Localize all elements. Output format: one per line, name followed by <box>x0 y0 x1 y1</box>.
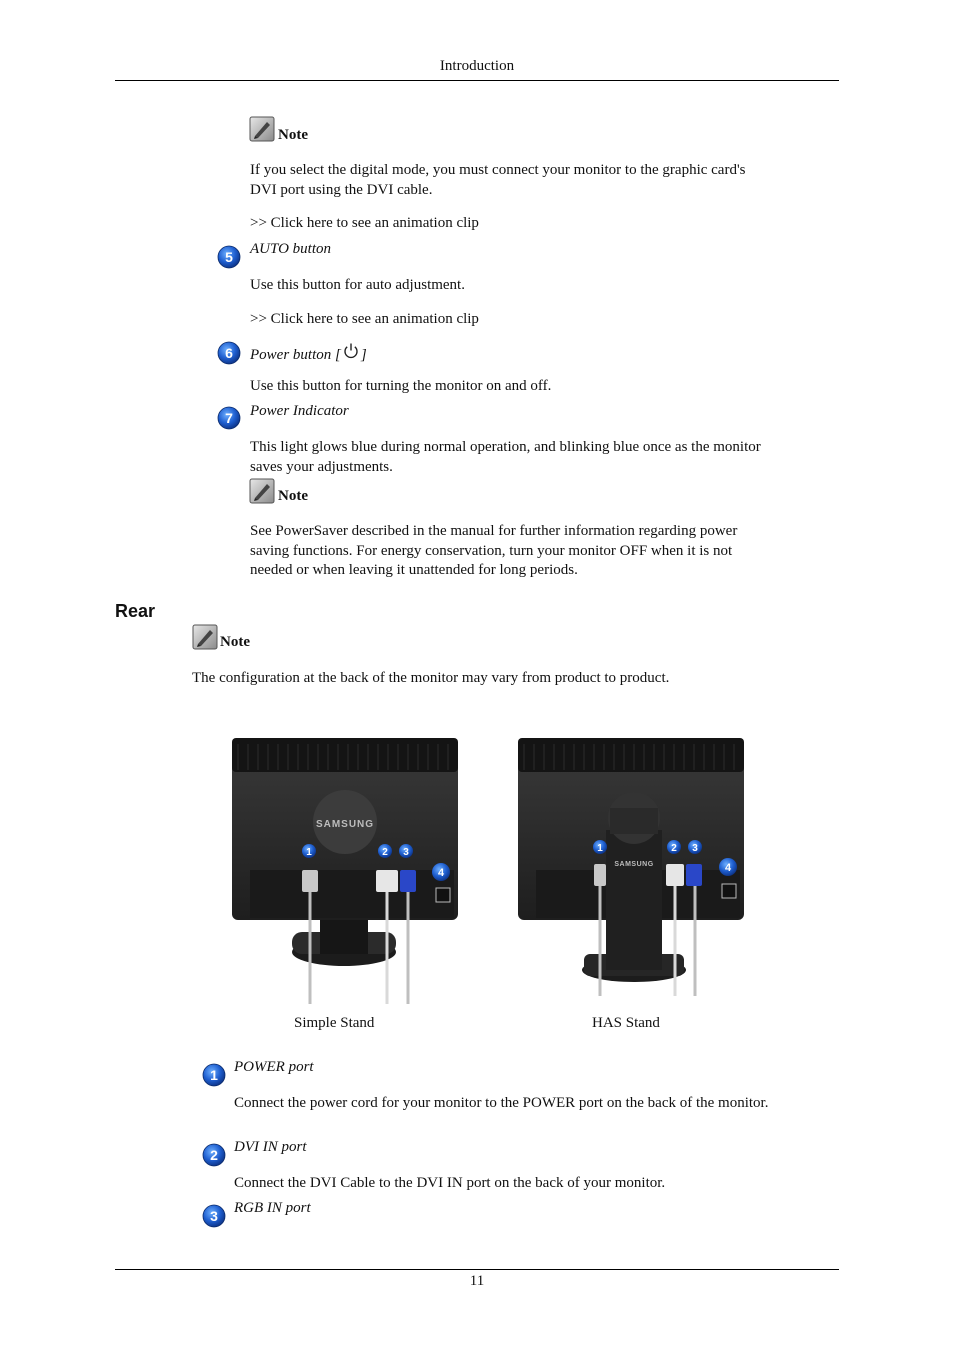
number-badge-icon: 5 <box>217 245 241 269</box>
number-badge-icon: 6 <box>217 341 241 365</box>
svg-text:1: 1 <box>597 843 603 854</box>
svg-text:3: 3 <box>692 843 698 854</box>
figure-caption: Simple Stand <box>294 1015 375 1031</box>
item-title: RGB IN port <box>234 1200 311 1216</box>
svg-text:SAMSUNG: SAMSUNG <box>316 819 374 830</box>
note-text: The configuration at the back of the mon… <box>192 670 670 686</box>
svg-text:1: 1 <box>210 1067 218 1083</box>
svg-text:4: 4 <box>438 867 445 879</box>
note-label: Note <box>278 127 308 143</box>
note-text: If you select the digital mode, you must… <box>250 162 746 198</box>
number-badge-icon: 3 <box>202 1204 226 1228</box>
svg-text:SAMSUNG: SAMSUNG <box>614 861 653 868</box>
running-header: Introduction <box>439 58 515 74</box>
note-pencil-icon <box>192 624 218 650</box>
svg-text:2: 2 <box>671 843 677 854</box>
animation-clip-link[interactable]: >> Click here to see an animation clip <box>250 311 479 327</box>
note-label: Note <box>278 488 308 504</box>
number-badge-icon: 7 <box>217 406 241 430</box>
item-title: Power button [ ] <box>250 342 367 364</box>
page-number: 11 <box>469 1273 485 1289</box>
item-text: Use this button for turning the monitor … <box>250 378 552 394</box>
number-badge-icon: 2 <box>202 1143 226 1167</box>
svg-text:6: 6 <box>225 345 233 361</box>
item-text: Use this button for auto adjustment. <box>250 277 465 293</box>
item-title-prefix: Power button [ <box>250 347 341 363</box>
svg-text:4: 4 <box>725 862 732 874</box>
figure-caption: HAS Stand <box>592 1015 660 1031</box>
svg-text:7: 7 <box>225 410 233 426</box>
note-label: Note <box>220 634 250 650</box>
number-badge-icon: 1 <box>202 1063 226 1087</box>
item-text: Connect the power cord for your monitor … <box>234 1095 769 1111</box>
animation-clip-link[interactable]: >> Click here to see an animation clip <box>250 215 479 231</box>
item-title: DVI IN port <box>234 1139 307 1155</box>
header-rule <box>115 80 839 81</box>
item-title: Power Indicator <box>250 403 349 419</box>
note-text: See PowerSaver described in the manual f… <box>250 523 738 578</box>
svg-text:3: 3 <box>210 1208 218 1224</box>
section-heading: Rear <box>115 601 156 621</box>
svg-text:1: 1 <box>306 847 312 858</box>
note-pencil-icon <box>249 116 275 142</box>
note-pencil-icon <box>249 478 275 504</box>
item-text: Connect the DVI Cable to the DVI IN port… <box>234 1175 666 1191</box>
item-title: POWER port <box>234 1059 314 1075</box>
item-text: This light glows blue during normal oper… <box>250 439 761 475</box>
item-title: AUTO button <box>250 241 331 257</box>
svg-text:3: 3 <box>403 847 409 858</box>
svg-text:2: 2 <box>382 847 388 858</box>
has-stand-rear-image: SAMSUNG 1 2 3 4 <box>518 738 744 996</box>
power-icon <box>344 343 358 359</box>
svg-text:2: 2 <box>210 1147 218 1163</box>
svg-text:5: 5 <box>225 249 233 265</box>
item-title-suffix: ] <box>360 347 367 363</box>
footer-rule <box>115 1269 839 1270</box>
simple-stand-rear-image: SAMSUNG 1 2 3 4 <box>232 738 458 1004</box>
